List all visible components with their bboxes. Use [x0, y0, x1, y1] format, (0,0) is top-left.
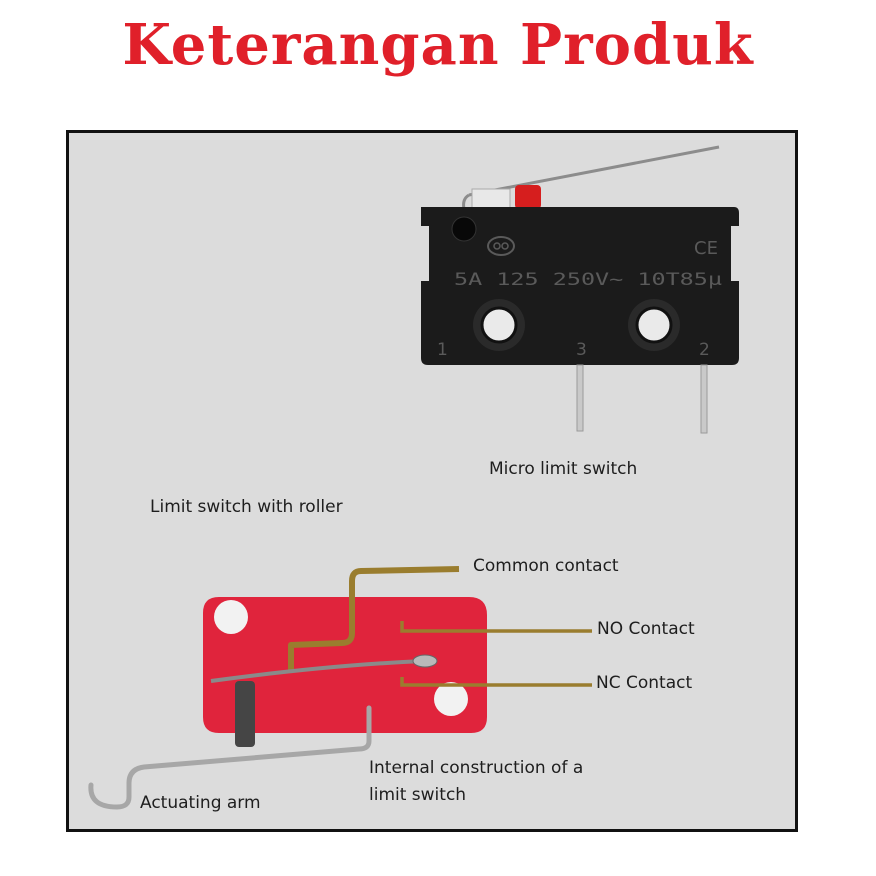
- label-limit-switch-roller: Limit switch with roller: [150, 496, 343, 518]
- label-nc-contact: NC Contact: [596, 672, 692, 694]
- label-micro-limit-switch: Micro limit switch: [489, 458, 637, 480]
- pin-2: [701, 365, 707, 433]
- lever-mount: [472, 189, 510, 209]
- label-common-contact: Common contact: [473, 555, 619, 577]
- label-internal-construction-2: limit switch: [369, 784, 466, 806]
- terminal-label-3: 3: [576, 340, 587, 360]
- page-title: Keterangan Produk: [0, 12, 876, 78]
- terminal-label-1: 1: [437, 340, 448, 360]
- ce-mark: CE: [694, 238, 718, 259]
- terminal-label-2: 2: [699, 340, 710, 360]
- lever-hinge: [464, 195, 469, 209]
- ratings-text: 5A 125 250V~ 10T85µ: [454, 270, 722, 290]
- body-hole-right: [434, 682, 468, 716]
- label-actuating-arm: Actuating arm: [140, 792, 261, 814]
- micro-limit-switch: CE 5A 125 250V~ 10T85µ 1 3 2: [421, 147, 739, 433]
- diagram-panel: CE 5A 125 250V~ 10T85µ 1 3 2: [66, 130, 798, 832]
- diagram-illustration: CE 5A 125 250V~ 10T85µ 1 3 2: [69, 133, 795, 829]
- label-no-contact: NO Contact: [597, 618, 695, 640]
- label-internal-construction-1: Internal construction of a: [369, 757, 583, 779]
- plunger: [235, 681, 255, 747]
- lever-wire: [469, 147, 719, 195]
- push-button: [515, 185, 541, 209]
- moving-contact: [413, 655, 437, 667]
- rivet-hole: [452, 217, 476, 241]
- body-hole-left: [214, 600, 248, 634]
- pin-common: [577, 365, 583, 431]
